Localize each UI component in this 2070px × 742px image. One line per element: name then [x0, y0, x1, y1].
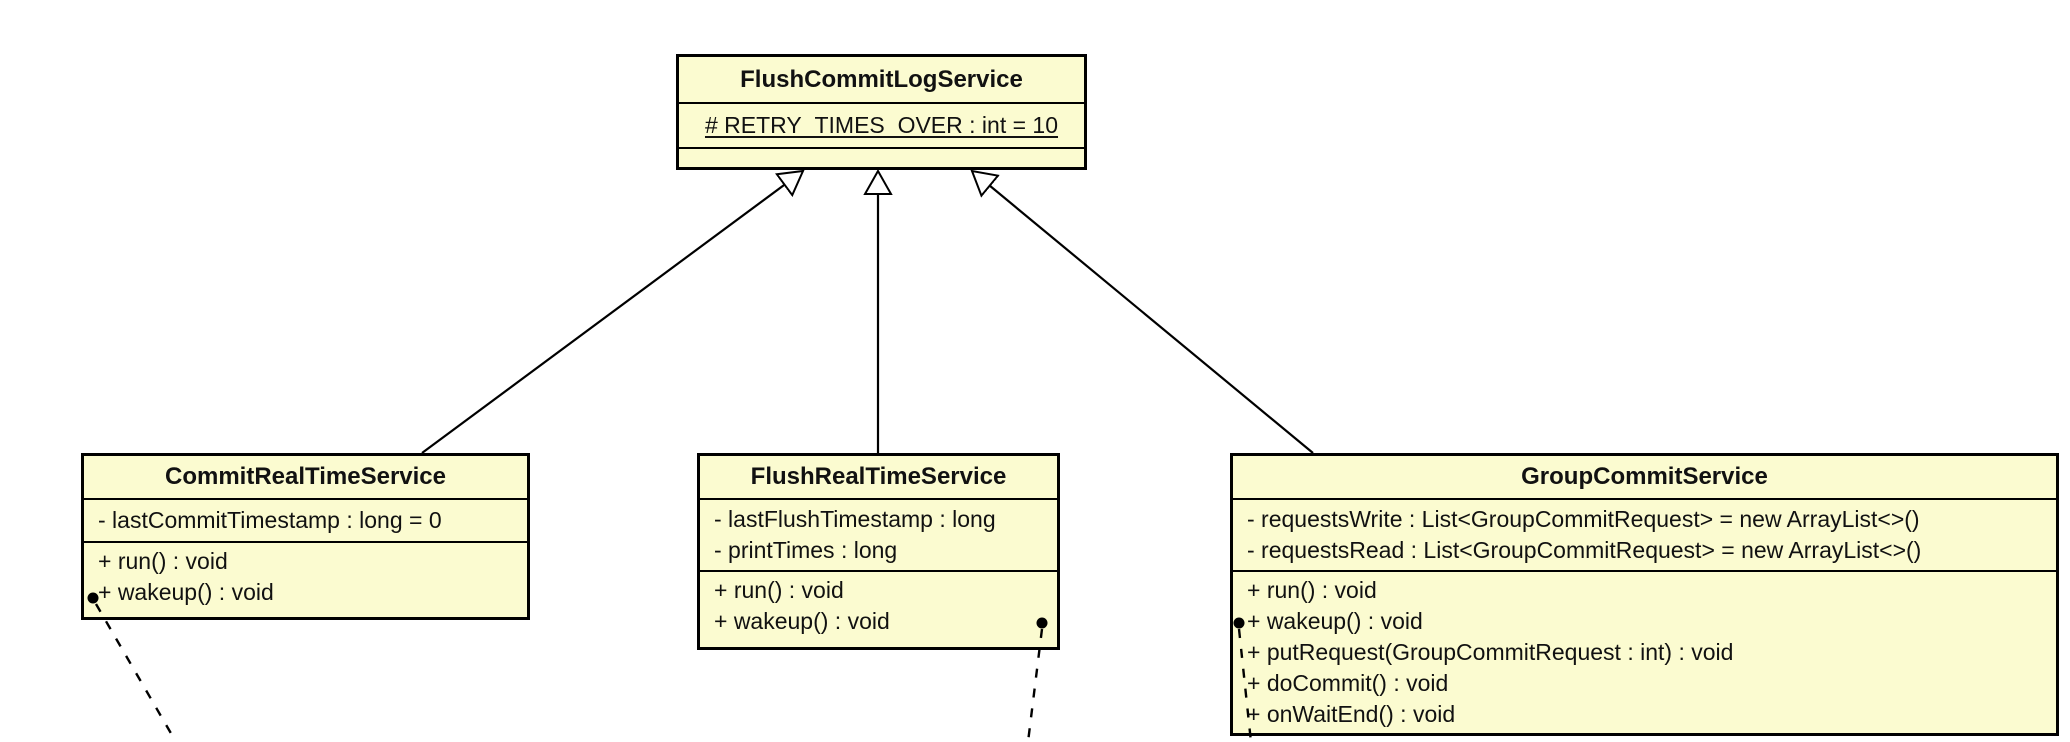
class-commit-real-time-service[interactable]: CommitRealTimeService - lastCommitTimest… [81, 453, 530, 620]
class-flush-real-time-service[interactable]: FlushRealTimeService - lastFlushTimestam… [697, 453, 1060, 650]
attributes-compartment: # RETRY_TIMES_OVER : int = 10 [679, 104, 1084, 149]
class-title: FlushRealTimeService [700, 456, 1057, 500]
method-line: + run() : void [98, 548, 228, 574]
class-group-commit-service[interactable]: GroupCommitService - requestsWrite : Lis… [1230, 453, 2059, 736]
method-line: + wakeup() : void [98, 579, 274, 605]
method-line: + doCommit() : void [1247, 670, 1449, 696]
method-line: + run() : void [714, 577, 844, 603]
attribute-line: - requestsRead : List<GroupCommitRequest… [1247, 537, 1922, 563]
attributes-compartment: - requestsWrite : List<GroupCommitReques… [1233, 500, 2056, 572]
attribute-line: # RETRY_TIMES_OVER : int = 10 [704, 112, 1059, 138]
method-line: + wakeup() : void [1247, 608, 1423, 634]
dashed-link-line-commitrealtime [94, 603, 178, 742]
attributes-compartment: - lastFlushTimestamp : long - printTimes… [700, 500, 1057, 572]
attribute-line: - lastCommitTimestamp : long = 0 [98, 507, 442, 533]
attribute-line: - lastFlushTimestamp : long [714, 506, 996, 532]
method-line: + onWaitEnd() : void [1247, 701, 1456, 727]
methods-compartment: + run() : void + wakeup() : void [700, 572, 1057, 647]
method-line: + wakeup() : void [714, 608, 890, 634]
class-title: FlushCommitLogService [679, 57, 1084, 104]
generalization-commitrealtime-to-flushcommitlog [421, 171, 803, 454]
attribute-line: - printTimes : long [714, 537, 898, 563]
methods-compartment: + run() : void + wakeup() : void + putRe… [1233, 572, 2056, 733]
attributes-compartment: - lastCommitTimestamp : long = 0 [84, 500, 527, 543]
method-line: + putRequest(GroupCommitRequest : int) :… [1247, 639, 1734, 665]
attribute-line: - requestsWrite : List<GroupCommitReques… [1247, 506, 1920, 532]
class-title: GroupCommitService [1233, 456, 2056, 500]
method-line: + run() : void [1247, 577, 1377, 603]
class-title: CommitRealTimeService [84, 456, 527, 500]
methods-compartment-empty [679, 149, 1084, 167]
class-flush-commit-log-service[interactable]: FlushCommitLogService # RETRY_TIMES_OVER… [676, 54, 1087, 170]
generalization-groupcommit-to-flushcommitlog [972, 171, 1314, 454]
methods-compartment: + run() : void + wakeup() : void [84, 543, 527, 617]
